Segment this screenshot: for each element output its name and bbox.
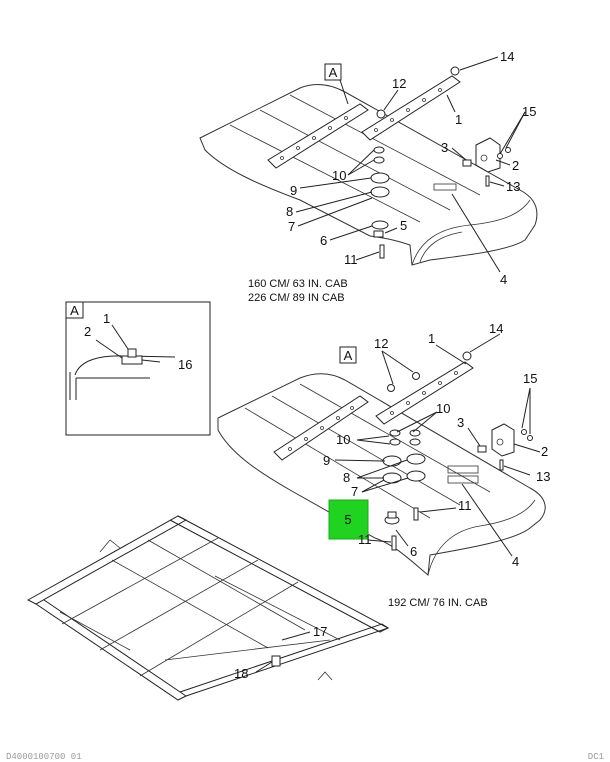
middle-callout-13: 13 (536, 469, 550, 484)
top-nut-12 (376, 109, 386, 119)
middle-nut-12b (412, 372, 420, 380)
middle-view-tag: A (344, 348, 353, 363)
top-washer-8 (370, 186, 390, 198)
callout-11: 11 (344, 252, 358, 267)
callout-3: 3 (441, 140, 448, 155)
middle-callout-3: 3 (457, 415, 464, 430)
middle-rail-right (375, 361, 474, 425)
callout-15: 15 (522, 104, 536, 119)
top-rail-left (267, 103, 369, 169)
middle-callout-1: 1 (428, 331, 435, 346)
middle-callout-4: 4 (512, 554, 519, 569)
cab-label-192: 192 CM/ 76 IN. CAB (388, 597, 488, 609)
detail-a-frame (65, 301, 211, 436)
middle-nut-14 (462, 351, 472, 361)
callout-2: 2 (512, 158, 519, 173)
detail-a: A 1 2 16 (65, 301, 211, 436)
middle-bolt-11b (391, 535, 397, 551)
frame-callout-18: 18 (234, 666, 248, 681)
callout-10: 10 (332, 168, 346, 183)
callout-13: 13 (506, 179, 520, 194)
top-washer-6 (371, 220, 389, 230)
frame-bolt-18 (271, 655, 281, 667)
floor-frame: 17 18 (26, 515, 390, 701)
top-view-tag-box (324, 63, 342, 81)
middle-callout-6: 6 (410, 544, 417, 559)
callout-4: 4 (500, 272, 507, 287)
top-bolt-13 (485, 175, 490, 187)
middle-rail-left (273, 395, 369, 461)
detail-a-tag: A (70, 303, 79, 318)
cab-label-226: 226 CM/ 89 IN CAB (248, 292, 345, 304)
middle-callout-9: 9 (323, 453, 330, 468)
middle-callout-11a: 11 (458, 498, 472, 513)
top-view-tag: A (329, 65, 338, 80)
cab-label-160: 160 CM/ 63 IN. CAB (248, 278, 348, 290)
middle-nut-12a (387, 384, 395, 392)
callout-1: 1 (455, 112, 462, 127)
callout-5: 5 (400, 218, 407, 233)
middle-bracket-2 (491, 423, 515, 457)
highlight-part-5[interactable] (328, 499, 369, 540)
middle-assembly: A 12 1 14 15 10 3 10 2 9 13 8 7 5 11 6 1… (217, 321, 550, 609)
callout-8: 8 (286, 204, 293, 219)
callout-9: 9 (290, 183, 297, 198)
top-bolt-11 (379, 244, 385, 259)
middle-bolt-11a (413, 507, 419, 521)
middle-callout-2: 2 (541, 444, 548, 459)
middle-floor-panel (217, 373, 546, 576)
middle-view-tag-box (339, 346, 357, 364)
top-washer-10a (373, 146, 385, 154)
detail-bolt (127, 348, 137, 358)
top-floor-panel (199, 84, 538, 266)
middle-callout-10b: 10 (336, 432, 350, 447)
footer-id-right: DC1 (587, 752, 604, 762)
middle-callout-7: 7 (351, 484, 358, 499)
top-pad-3 (462, 159, 472, 167)
top-assembly: A 14 12 1 15 3 2 10 9 13 8 7 5 6 11 4 16… (199, 49, 538, 304)
frame-callout-17: 17 (313, 624, 327, 639)
detail-callout-16: 16 (178, 357, 192, 372)
callout-12: 12 (392, 76, 406, 91)
middle-pad-3 (477, 445, 487, 453)
middle-callout-15: 15 (523, 371, 537, 386)
top-nut-5 (373, 230, 384, 238)
callout-14: 14 (500, 49, 514, 64)
detail-callout-2: 2 (84, 324, 91, 339)
top-washer-10b (373, 156, 385, 164)
middle-callout-11b: 11 (358, 532, 372, 547)
frame-rail-back (26, 515, 188, 605)
callout-6: 6 (320, 233, 327, 248)
middle-callout-8: 8 (343, 470, 350, 485)
middle-callout-10a: 10 (436, 401, 450, 416)
top-nut-14 (450, 66, 460, 76)
detail-a-tag-box (65, 301, 84, 319)
callout-7: 7 (288, 219, 295, 234)
middle-callout-14: 14 (489, 321, 503, 336)
middle-callout-12: 12 (374, 336, 388, 351)
middle-bolt-13 (499, 459, 504, 471)
footer-id-left: D4000100700 01 (6, 752, 82, 762)
middle-callout-5[interactable]: 5 (344, 512, 351, 527)
top-rail-right (361, 75, 461, 141)
top-bracket-2 (475, 137, 501, 173)
detail-callout-1: 1 (103, 311, 110, 326)
top-washer-9 (370, 172, 390, 184)
